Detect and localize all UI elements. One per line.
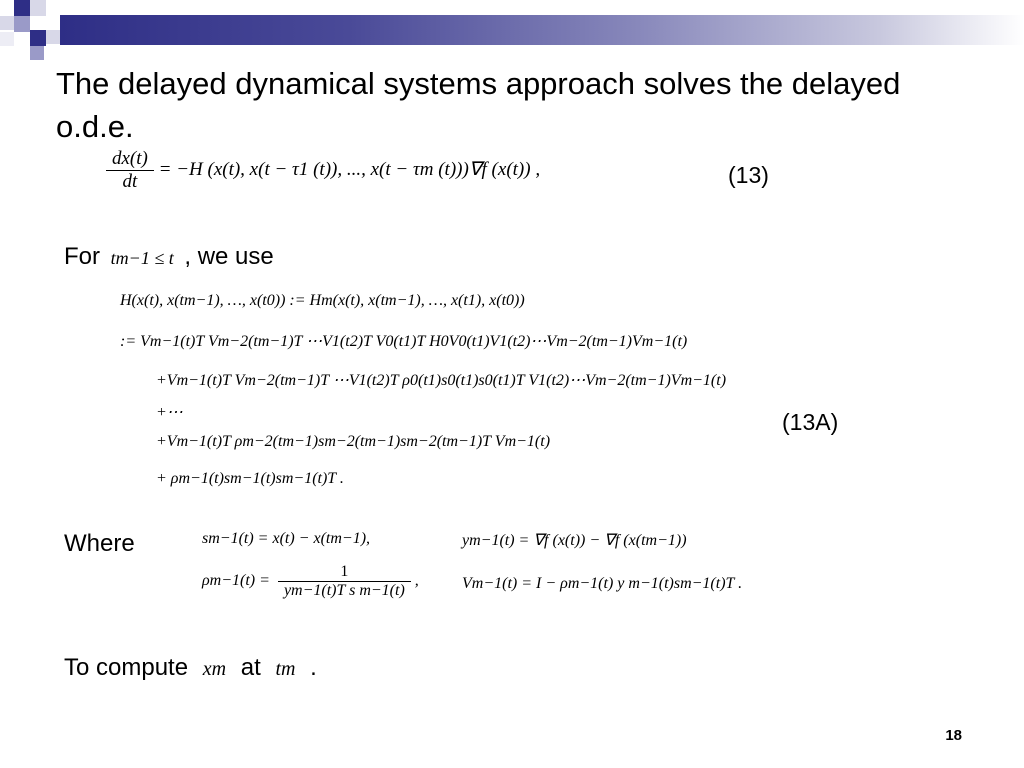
equation-number-13: (13)	[728, 162, 769, 188]
v-definition: Vm−1(t) = I − ρm−1(t) y m−1(t)sm−1(t)T .	[462, 575, 743, 592]
deco-square	[0, 16, 14, 30]
compute-at: at	[240, 654, 261, 681]
equation-number-13a: (13A)	[782, 409, 839, 435]
for-line: For tm−1 ≤ t , we use	[64, 243, 274, 271]
for-label: For	[64, 243, 100, 270]
y-definition: ym−1(t) = ∇f (x(t)) − ∇f (x(tm−1))	[462, 532, 687, 549]
rho-numerator: 1	[277, 563, 411, 582]
deco-square	[30, 30, 46, 46]
deco-square	[46, 30, 60, 44]
rho-definition: ρm−1(t) = 1 ym−1(t)T s m−1(t) ,	[202, 563, 419, 600]
deco-square	[30, 46, 44, 60]
deco-square	[14, 0, 30, 16]
equation-13a-line-2: := Vm−1(t)T Vm−2(tm−1)T ⋯V1(t2)T V0(t1)T…	[120, 333, 688, 350]
equation-13: dx(t) dt = −H (x(t), x(t − τ1 (t)), ...,…	[106, 148, 540, 193]
deco-square	[30, 0, 46, 16]
deco-square	[14, 16, 30, 32]
compute-variable: xm	[202, 658, 227, 680]
header-decoration	[0, 0, 1024, 60]
equation-13a-line-1: H(x(t), x(tm−1), …, x(t0)) := Hm(x(t), x…	[120, 292, 525, 309]
equation-13a-line-3: +Vm−1(t)T Vm−2(tm−1)T ⋯V1(t2)T ρ0(t1)s0(…	[156, 372, 727, 389]
where-label: Where	[64, 530, 135, 557]
deco-square	[0, 32, 14, 46]
fraction-denominator: dt	[122, 171, 138, 192]
compute-time: tm	[275, 658, 296, 680]
header-gradient-bar	[60, 15, 1024, 45]
rho-fraction: 1 ym−1(t)T s m−1(t)	[277, 563, 411, 600]
rho-lhs: ρm−1(t) =	[202, 572, 270, 590]
rho-denominator: ym−1(t)T s m−1(t)	[283, 582, 405, 599]
equation-13a-line-5: +Vm−1(t)T ρm−2(tm−1)sm−2(tm−1)sm−2(tm−1)…	[156, 433, 551, 450]
rho-tail: ,	[414, 572, 419, 590]
equation-rhs: = −H (x(t), x(t − τ1 (t)), ..., x(t − τm…	[158, 158, 541, 180]
page-number: 18	[945, 727, 962, 744]
compute-end: .	[310, 654, 317, 681]
compute-label: To compute	[64, 654, 189, 681]
s-definition: sm−1(t) = x(t) − x(tm−1),	[202, 530, 371, 547]
for-condition: tm−1 ≤ t	[110, 248, 174, 268]
fraction-numerator: dx(t)	[106, 148, 154, 171]
slide-title: The delayed dynamical systems approach s…	[56, 66, 901, 144]
compute-line: To compute xm at tm .	[64, 654, 317, 682]
derivative-fraction: dx(t) dt	[106, 148, 154, 193]
equation-13a-line-4: +⋯	[156, 404, 183, 421]
for-suffix: , we use	[184, 243, 274, 270]
equation-13a-line-6: + ρm−1(t)sm−1(t)sm−1(t)T .	[156, 470, 344, 487]
